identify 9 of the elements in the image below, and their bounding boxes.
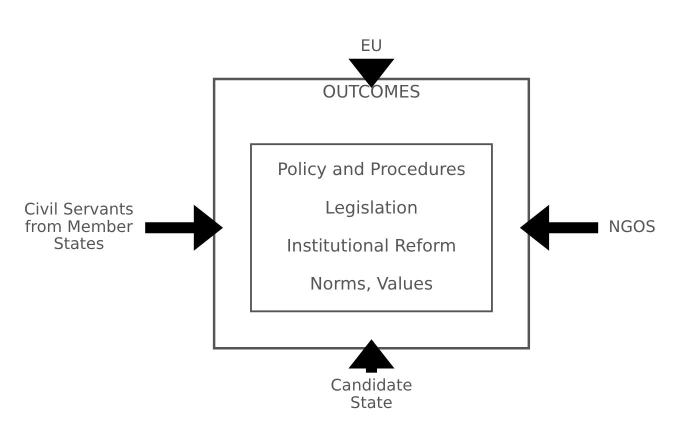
arrow	[145, 204, 224, 250]
node-text: Candidate State	[330, 375, 412, 412]
node-text: NGOS	[608, 216, 656, 236]
node-box: Policy and Procedures Legislation Institutional Reform Norms, Values	[250, 142, 493, 312]
arrow	[348, 58, 394, 88]
node-text: Civil Servants from Member States	[24, 199, 134, 253]
node-text: EU	[360, 36, 382, 55]
arrow	[348, 338, 394, 372]
arrow	[520, 204, 598, 250]
